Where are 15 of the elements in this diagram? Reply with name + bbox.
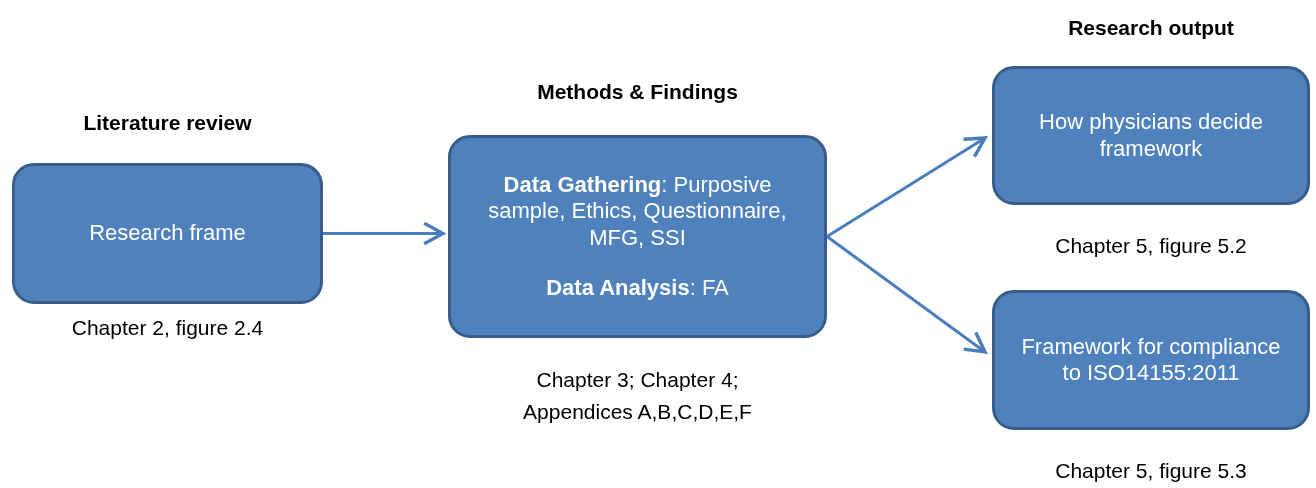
box-text: Data Gathering: Purposive sample, Ethics, Questionnaire, MFG, SSI: [487, 171, 788, 251]
caption-text: Chapter 5, figure 5.3: [1054, 458, 1248, 484]
box-text: How physicians decide framework: [1038, 109, 1264, 162]
caption-text: Chapter 5, figure 5.2: [1054, 233, 1248, 259]
caption-text: Chapter 2, figure 2.4: [70, 315, 265, 341]
caption-text: Chapter 3; Chapter 4; Appendices A,B,C,D,E,F: [522, 367, 753, 425]
heading-text: Methods & Findings: [536, 78, 739, 105]
box-text: Data Analysis: FA: [546, 274, 729, 302]
arrow: [826, 235, 987, 354]
heading-text: Literature review: [82, 109, 253, 136]
box-text: Framework for compliance to ISO14155:2011: [1020, 333, 1282, 387]
arrow: [826, 136, 987, 238]
arrow: [323, 221, 445, 246]
heading-text: Research output: [1067, 14, 1235, 41]
box-text: Research frame: [89, 220, 246, 247]
